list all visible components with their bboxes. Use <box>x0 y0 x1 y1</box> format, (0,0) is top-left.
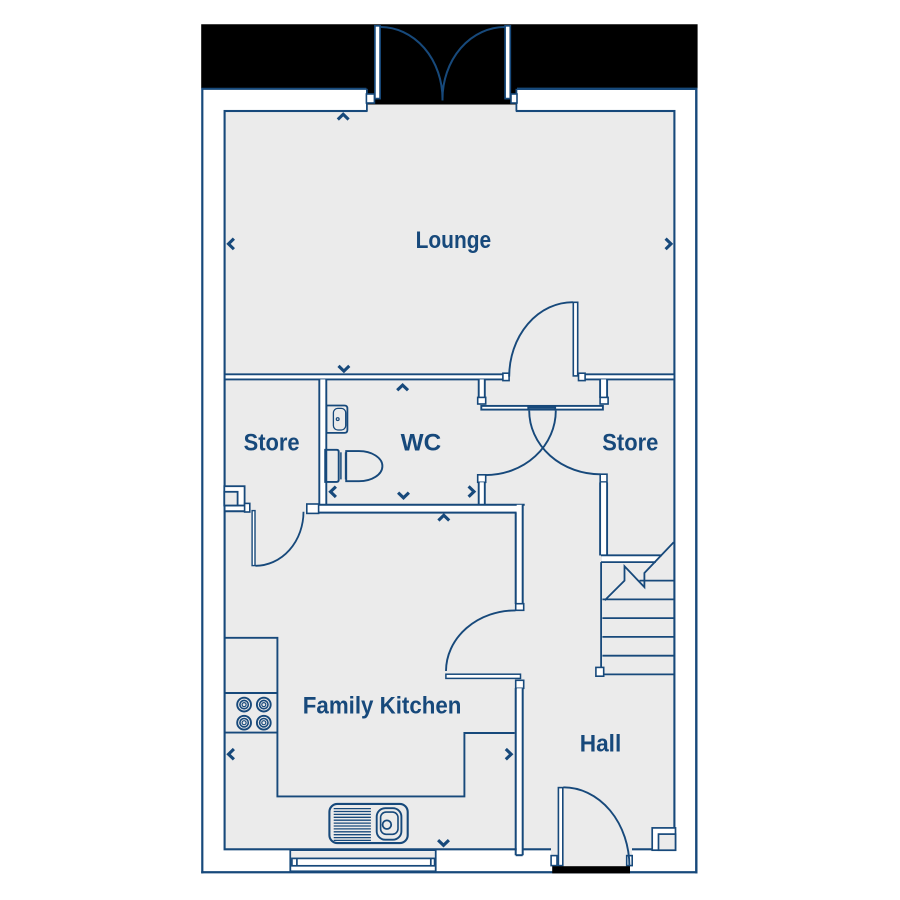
svg-text:Store: Store <box>244 430 300 457</box>
svg-text:WC: WC <box>401 430 442 457</box>
svg-text:Family Kitchen: Family Kitchen <box>303 693 462 720</box>
svg-text:Hall: Hall <box>580 731 622 758</box>
svg-text:Store: Store <box>602 430 658 457</box>
svg-text:Lounge: Lounge <box>416 227 492 254</box>
